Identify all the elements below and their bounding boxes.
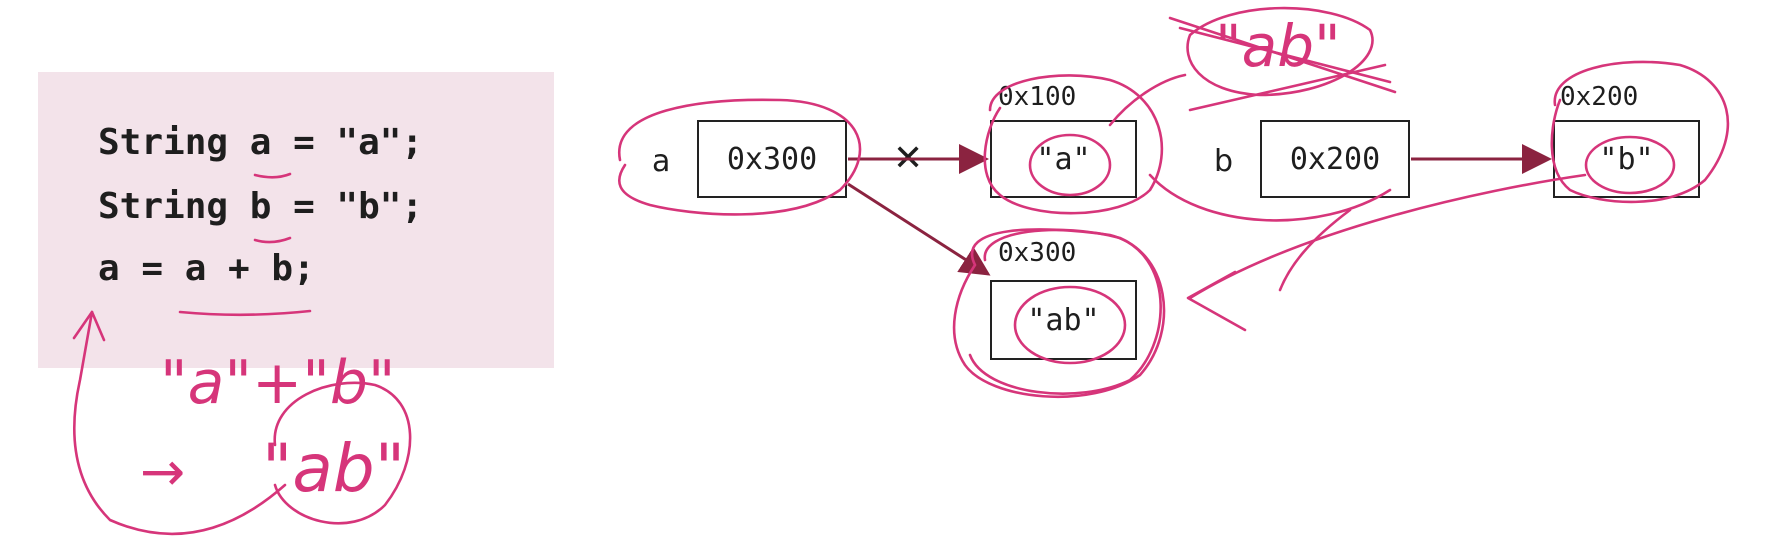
annotation-struck-ab: "ab" <box>1215 12 1341 80</box>
code-line-1: String a = "a"; <box>98 122 424 163</box>
var-a-label: a <box>652 144 671 179</box>
obj-ab-address: 0x300 <box>998 238 1077 268</box>
code-line-2: String b = "b"; <box>98 186 424 227</box>
var-b-label: b <box>1214 144 1234 179</box>
arc-under-b <box>1148 173 1392 222</box>
arc-from-b-down <box>1278 208 1352 292</box>
circle-obj-b-inner <box>1584 135 1676 195</box>
obj-b-address: 0x200 <box>1560 82 1639 112</box>
underline-a <box>253 172 292 179</box>
strike-line-2 <box>1188 63 1387 112</box>
obj-ab-box: "ab" <box>990 280 1137 360</box>
circle-result-ab <box>273 381 412 525</box>
link-obj-a-struck <box>1108 73 1187 127</box>
loop-arrow <box>73 310 287 536</box>
arrow-a-to-ab <box>847 182 991 276</box>
circle-obj-ab-outer-2 <box>968 228 1162 395</box>
arrow-b-to-ab-head <box>1186 270 1247 332</box>
circle-var-a <box>617 98 862 216</box>
annotation-result: "ab" <box>262 430 406 507</box>
arrow-b-to-ab <box>1188 173 1587 300</box>
var-a-box: 0x300 <box>697 120 847 198</box>
circle-obj-ab-outer <box>952 228 1166 398</box>
loop-arrowhead <box>72 310 106 342</box>
annotation-concat: "a"+"b" <box>160 348 396 418</box>
strike-line-3 <box>1168 16 1397 94</box>
circle-obj-a-inner <box>1028 133 1112 197</box>
circle-obj-b <box>1550 60 1730 204</box>
code-panel: String a = "a"; String b = "b"; a = a + … <box>38 72 554 368</box>
circle-obj-a <box>983 74 1164 215</box>
obj-a-box: "a" <box>990 120 1137 198</box>
annotation-arrow: → <box>140 440 186 503</box>
underline-a-plus-b <box>178 309 312 317</box>
circle-obj-ab-inner <box>1013 285 1127 365</box>
obj-b-box: "b" <box>1553 120 1700 198</box>
var-b-box: 0x200 <box>1260 120 1410 198</box>
circle-struck-ab <box>1186 6 1374 97</box>
code-line-3: a = a + b; <box>98 248 315 289</box>
underline-b <box>253 236 292 244</box>
